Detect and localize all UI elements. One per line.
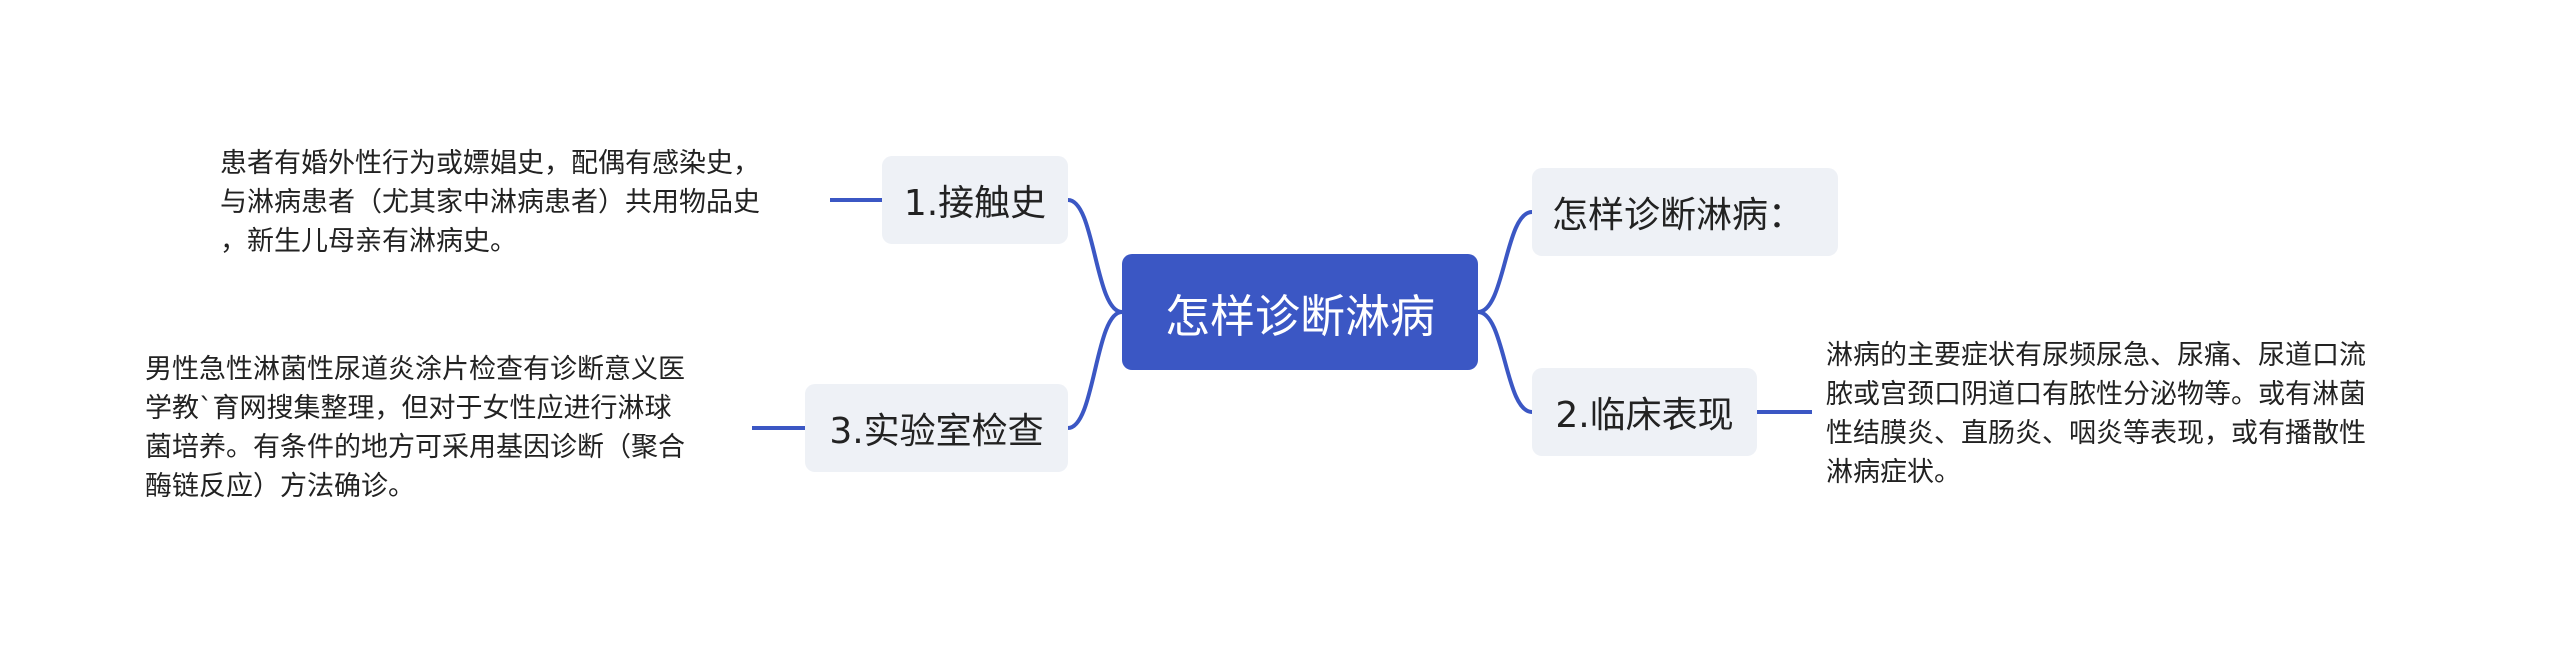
detail-lab-test[interactable]: 男性急性淋菌性尿道炎涂片检查有诊断意义医 学教`育网搜集整理，但对于女性应进行淋… — [145, 354, 685, 502]
connector-central-to-contact — [1067, 198, 1123, 314]
branch-how-to-diagnose[interactable]: 怎样诊断淋病： — [1532, 168, 1838, 256]
connector-central-to-lab — [1067, 310, 1123, 430]
branch-contact-history[interactable]: 1.接触史 — [882, 156, 1068, 244]
connector-central-to-clinical — [1477, 310, 1533, 414]
branch-how-to-diagnose-label: 怎样诊断淋病： — [1552, 195, 1805, 236]
branch-clinical[interactable]: 2.临床表现 — [1532, 368, 1757, 456]
branch-clinical-label: 2.临床表现 — [1555, 395, 1734, 436]
branch-contact-history-label: 1.接触史 — [903, 183, 1047, 224]
connector-central-to-how — [1477, 210, 1533, 314]
detail-contact-history[interactable]: 患者有婚外性行为或嫖娼史，配偶有感染史， 与淋病患者（尤其家中淋病患者）共用物品… — [220, 148, 760, 257]
central-topic[interactable]: 怎样诊断淋病 — [1122, 254, 1478, 370]
central-topic-label: 怎样诊断淋病 — [1164, 289, 1435, 343]
branch-lab-test[interactable]: 3.实验室检查 — [805, 384, 1068, 472]
detail-clinical[interactable]: 淋病的主要症状有尿频尿急、尿痛、尿道口流 脓或宫颈口阴道口有脓性分泌物等。或有淋… — [1826, 340, 2366, 488]
branch-lab-test-label: 3.实验室检查 — [829, 411, 1044, 452]
